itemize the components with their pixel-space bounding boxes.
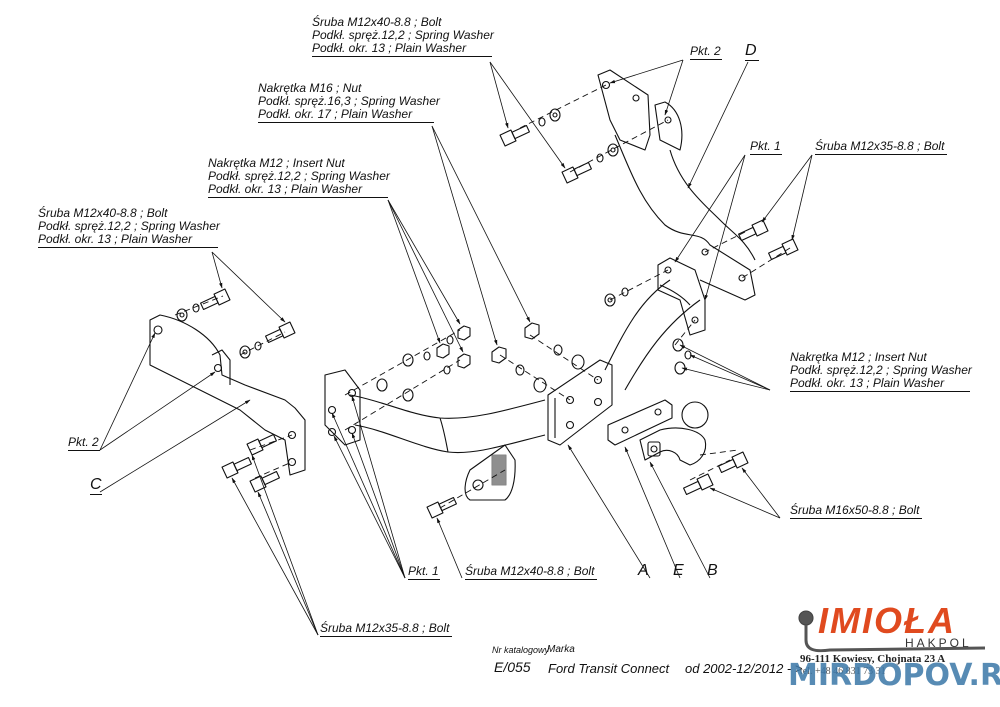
- callout-pkt1-bottom: Pkt. 1: [408, 564, 440, 580]
- socket-plate: [464, 444, 516, 501]
- callout-line: Podkł. spręż.12,2 ; Spring Washer: [790, 363, 972, 377]
- callout-line: Podkł. okr. 13 ; Plain Washer: [312, 42, 492, 57]
- callout-letter-e: E: [673, 562, 684, 579]
- callout-line: Śruba M12x40-8.8 ; Bolt: [38, 206, 168, 220]
- callout-line: Podkł. okr. 13 ; Plain Washer: [38, 233, 218, 248]
- vehicle-model: Ford Transit Connect: [548, 661, 670, 676]
- callout-bolt-m12x35-right: Śruba M12x35-8.8 ; Bolt: [815, 140, 947, 155]
- watermark: MIRDOPOV.RU: [788, 658, 1000, 693]
- callout-line: Podkł. spręż.16,3 ; Spring Washer: [258, 94, 440, 108]
- bolt: [265, 321, 296, 344]
- bolts: [200, 124, 799, 519]
- callout-letter-c: C: [90, 476, 102, 495]
- ball-plate-e: [607, 399, 673, 446]
- bolt: [246, 433, 277, 456]
- bolt: [499, 124, 530, 147]
- bolt: [768, 238, 799, 261]
- brand-label: Marka: [547, 644, 575, 655]
- leader-lines: [99, 59, 813, 636]
- logo-brand: IMIOŁA: [818, 600, 956, 641]
- center-lines: [174, 84, 791, 509]
- callout-bolt-m12x40-bottom: Śruba M12x40-8.8 ; Bolt: [465, 565, 597, 580]
- callout-line: Nakrętka M16 ; Nut: [258, 81, 362, 95]
- upper-tube: [604, 279, 701, 391]
- company-phone: tel. +48 46 831 73 31: [800, 666, 886, 677]
- mounting-plate-left: [324, 369, 361, 446]
- catalog-number: E/055: [494, 659, 531, 675]
- logo-hook-icon: [798, 610, 986, 653]
- callout-pkt2-top: Pkt. 2: [690, 44, 722, 60]
- callout-bolt-m12x35-bottom: Śruba M12x35-8.8 ; Bolt: [320, 622, 452, 637]
- callout-line: Nakrętka M12 ; Insert Nut: [790, 350, 927, 364]
- bolt: [221, 456, 252, 479]
- callout-line: Podkł. okr. 17 ; Plain Washer: [258, 108, 434, 123]
- callout-insert-nut-right-group: Nakrętka M12 ; Insert Nut Podkł. spręż.1…: [790, 351, 972, 392]
- crossbar-tube: [349, 394, 546, 454]
- logo-subtitle: HAKPOL: [905, 636, 972, 650]
- callout-letter-a: A: [638, 562, 649, 579]
- callout-letter-b: B: [707, 562, 718, 579]
- callout-line: Nakrętka M12 ; Insert Nut: [208, 156, 345, 170]
- tow-ball-b: [639, 401, 709, 466]
- callout-line: Śruba M12x40-8.8 ; Bolt: [312, 15, 442, 29]
- callout-line: Podkł. spręż.12,2 ; Spring Washer: [312, 28, 494, 42]
- bolt: [561, 161, 592, 184]
- catalog-number-label: Nr katalogowy: [492, 645, 550, 655]
- callout-bolt-m16x50: Śruba M16x50-8.8 ; Bolt: [790, 504, 922, 519]
- callout-pkt1-right: Pkt. 1: [750, 139, 782, 155]
- callout-line: Podkł. okr. 13 ; Plain Washer: [208, 183, 388, 198]
- bolt: [738, 219, 769, 242]
- bolt: [683, 473, 714, 496]
- callout-pkt2-left: Pkt. 2: [68, 435, 100, 451]
- callout-nut-m16-group: Nakrętka M16 ; Nut Podkł. spręż.16,3 ; S…: [258, 82, 440, 123]
- production-years: od 2002-12/2012 - >: [685, 661, 803, 676]
- bracket-d-right: [597, 69, 756, 336]
- callout-line: Podkł. spręż.12,2 ; Spring Washer: [38, 219, 220, 233]
- bolt: [718, 451, 749, 474]
- company-address: 96-111 Kowiesy, Chojnata 23 A: [800, 653, 946, 665]
- callout-line: Podkł. okr. 13 ; Plain Washer: [790, 377, 970, 392]
- callout-letter-d: D: [745, 42, 759, 61]
- bracket-c-left: [149, 314, 306, 476]
- bolt: [249, 470, 280, 493]
- callout-insert-nut-left-group: Nakrętka M12 ; Insert Nut Podkł. spręż.1…: [208, 157, 390, 198]
- callout-line: Podkł. spręż.12,2 ; Spring Washer: [208, 169, 390, 183]
- bolt: [200, 288, 231, 311]
- callout-left-bolt-group: Śruba M12x40-8.8 ; Bolt Podkł. spręż.12,…: [38, 207, 220, 248]
- mounting-plate-a: [547, 359, 613, 446]
- callout-top-bolt-group: Śruba M12x40-8.8 ; Bolt Podkł. spręż.12,…: [312, 16, 494, 57]
- bolt: [426, 496, 457, 519]
- washers-nuts: [176, 108, 692, 402]
